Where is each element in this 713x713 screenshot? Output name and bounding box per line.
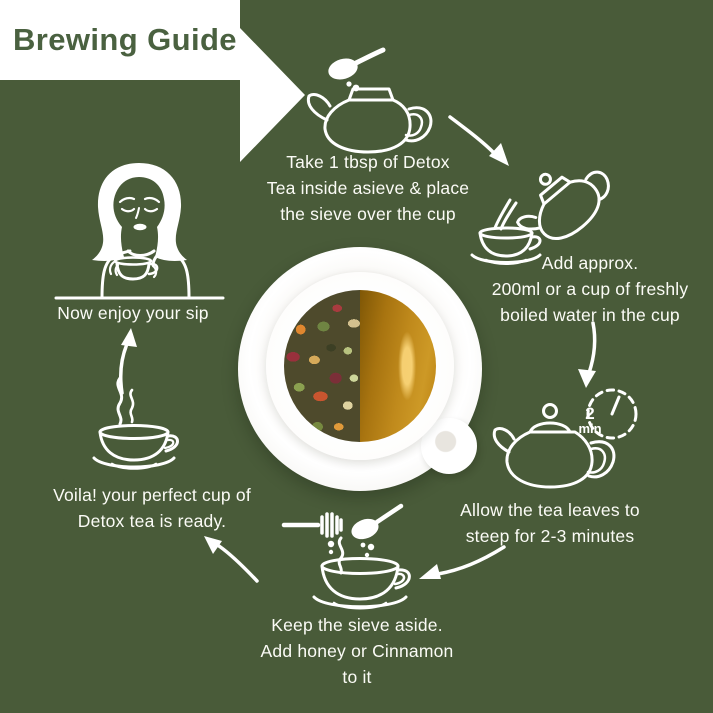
arrow-step4-to-step5 xyxy=(204,536,257,581)
teapot-pouring-into-cup-icon xyxy=(466,148,631,270)
woman-sipping-tea-icon xyxy=(52,163,227,300)
page-title: Brewing Guide xyxy=(13,22,237,57)
step-add-water-text: Add approx. 200ml or a cup of freshly bo… xyxy=(491,253,689,325)
timer-unit: min xyxy=(578,421,601,436)
arrow-step3-to-step4 xyxy=(419,547,504,579)
step-add-honey-text: Keep the sieve aside. Add honey or Cinna… xyxy=(260,615,454,687)
arrow-step1-to-step2 xyxy=(450,117,509,166)
step-steep-text: Allow the tea leaves to steep for 2-3 mi… xyxy=(460,500,640,546)
timer-and-teapot-icon: 2 min xyxy=(490,386,648,500)
timer-value: 2 xyxy=(585,404,594,423)
banner-arrowhead xyxy=(240,28,305,162)
steaming-cup-icon xyxy=(80,374,192,476)
honey-dipper-spoon-cup-icon xyxy=(280,498,440,628)
arrow-step2-to-step3 xyxy=(578,323,596,388)
step-enjoy-text: Now enjoy your sip xyxy=(57,303,209,323)
step-ready-text: Voila! your perfect cup of Detox tea is … xyxy=(53,485,251,531)
spoon-over-teapot-icon xyxy=(296,46,436,154)
step-take-tea-text: Take 1 tbsp of Detox Tea inside asieve &… xyxy=(266,152,470,224)
arrow-step5-to-step6 xyxy=(121,328,137,393)
banner: Brewing Guide xyxy=(0,0,240,80)
